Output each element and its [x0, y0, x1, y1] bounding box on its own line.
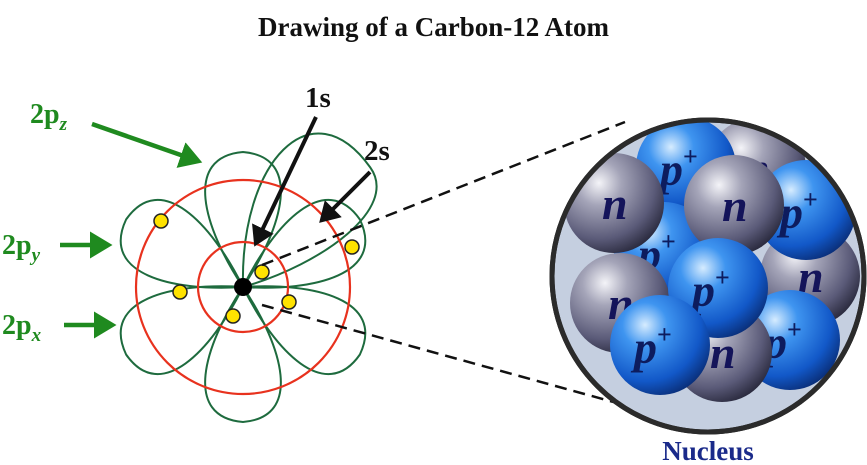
proton-charge: + — [661, 227, 676, 256]
electron — [254, 264, 270, 280]
proton: p+ — [610, 295, 710, 395]
nucleus-zoom-border — [549, 117, 867, 435]
orbital-2s-circle — [134, 178, 352, 396]
svg-text:p+: p+ — [630, 320, 672, 373]
proton-charge: + — [803, 185, 818, 214]
label-2px: 2px — [2, 310, 42, 346]
atom-nucleus-dot — [234, 278, 252, 296]
proton-charge: + — [657, 320, 672, 349]
arrow-2s — [319, 170, 372, 223]
neutron: n — [564, 153, 664, 253]
label-1s: 1s — [305, 82, 331, 114]
electron — [172, 284, 188, 300]
diagram-title: Drawing of a Carbon-12 Atom — [258, 12, 609, 42]
nucleons: n p+ p+ n p+ n n p+ n n p+ p+ — [564, 120, 860, 402]
nucleus-label: Nucleus — [662, 436, 754, 465]
label-2pz: 2pz — [30, 99, 68, 135]
electrons — [153, 213, 360, 324]
proton-charge: + — [787, 315, 802, 344]
electron — [225, 308, 241, 324]
proton-charge: + — [683, 142, 698, 171]
arrow-1s — [252, 116, 318, 247]
zoom-line-top — [261, 120, 626, 267]
electron — [281, 294, 297, 310]
electron — [344, 239, 360, 255]
label-2s: 2s — [364, 135, 390, 167]
label-2py: 2py — [2, 230, 41, 266]
proton-charge: + — [715, 263, 730, 292]
neutron-symbol: n — [602, 178, 628, 229]
p-orbital-lobe — [241, 285, 367, 376]
zoom-line-bottom — [261, 303, 629, 408]
neutron-symbol: n — [722, 180, 748, 231]
arrow-2pz — [91, 121, 203, 168]
proton-symbol: p — [630, 322, 657, 373]
p-orbital-lobe — [241, 198, 367, 289]
p-orbital-lobe — [241, 132, 378, 289]
p-orbitals — [119, 132, 378, 424]
p-orbital-lobe — [119, 198, 245, 289]
p-orbital-lobe — [204, 285, 282, 424]
orbital-1s-circle — [196, 240, 290, 334]
proton: p+ — [756, 160, 856, 260]
neutron: n — [684, 155, 784, 255]
electron — [153, 213, 169, 229]
